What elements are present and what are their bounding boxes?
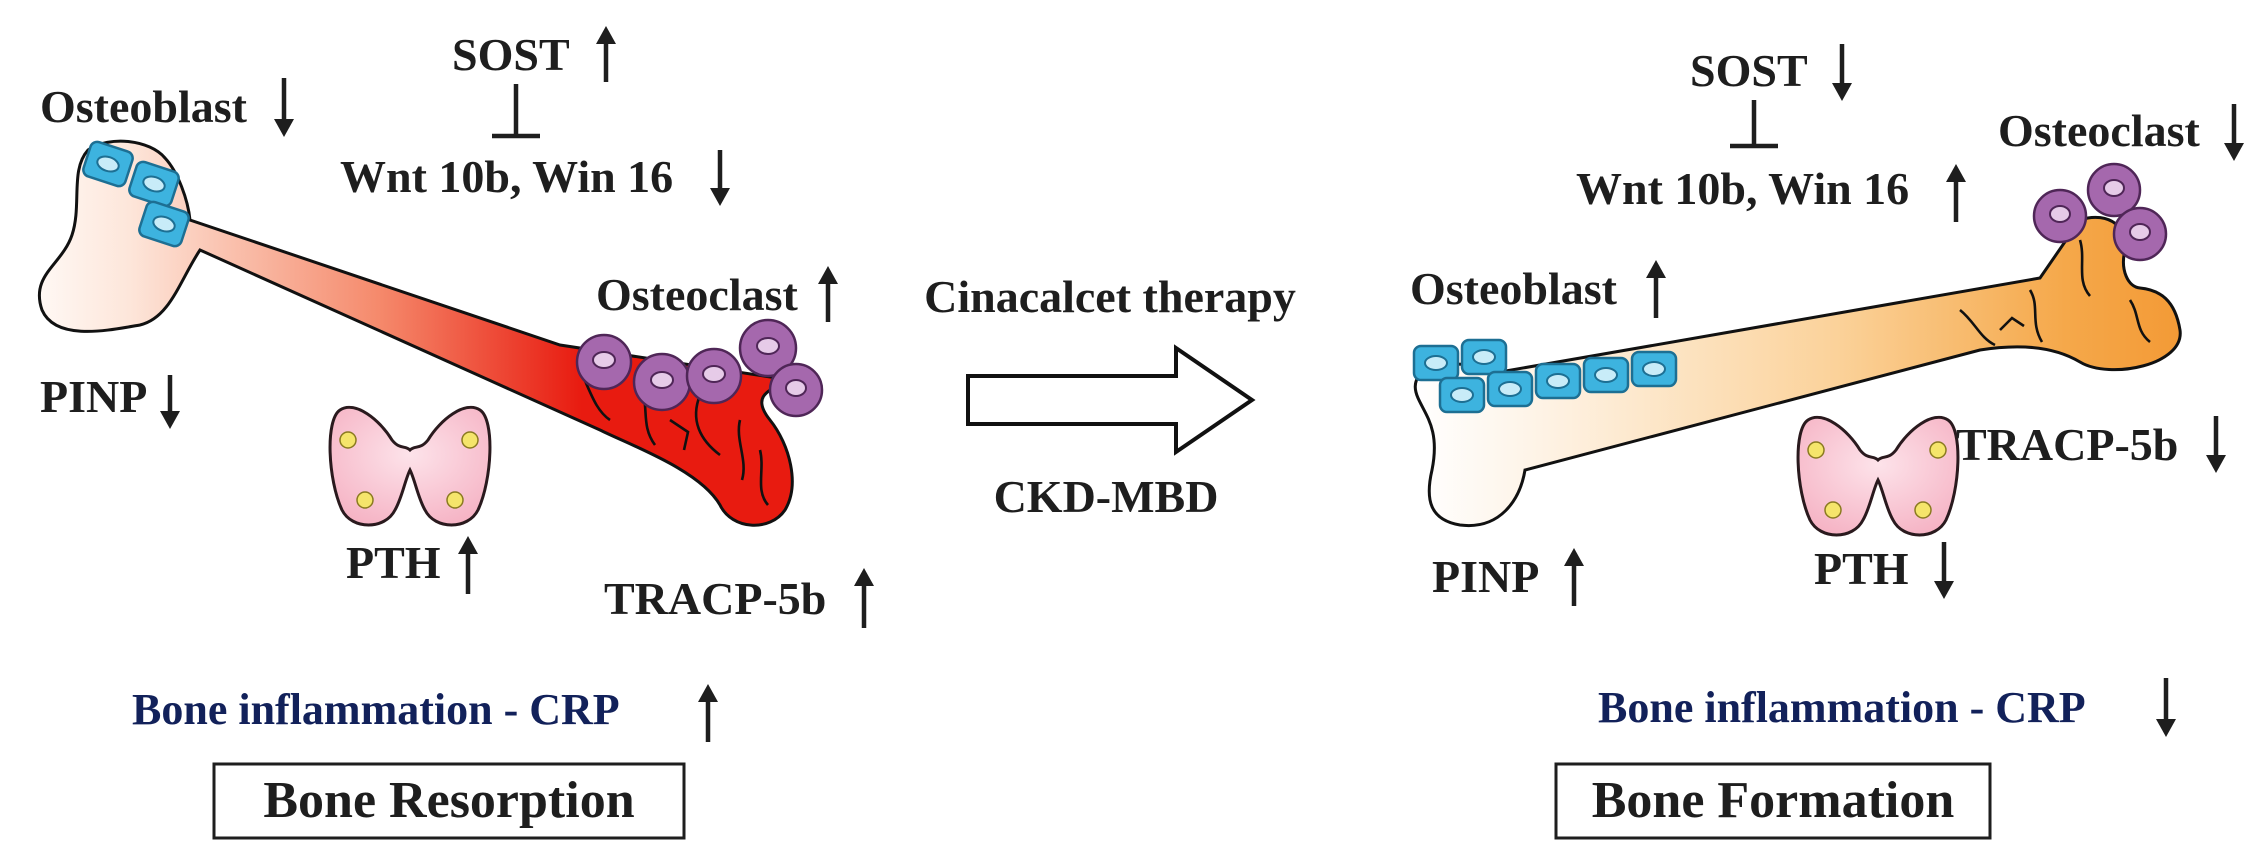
left-osteoblast-cluster [82,140,190,248]
left-wnt-label: Wnt 10b, Win 16 [340,151,673,202]
left-sost-label: SOST [452,29,570,80]
right-osteoblast-cluster [1412,338,1678,414]
down-arrow-icon [2224,104,2244,161]
down-arrow-icon [160,375,180,429]
up-arrow-icon [818,266,838,322]
osteoblast-cell-icon [82,140,134,188]
left-pinp-label: PINP [40,371,147,422]
left-pth-label: PTH [346,537,441,588]
osteoblast-cell-icon [1534,362,1582,400]
osteoclast-cell-icon [632,352,692,412]
right-bone-crack [2028,289,2044,343]
osteoclast-cell-icon [685,347,743,405]
right-inflammation-label: Bone inflammation - CRP [1598,683,2086,732]
left-bone-crack [669,418,690,451]
left-osteoblast-label: Osteoblast [40,81,248,132]
down-arrow-icon [2156,678,2176,737]
right-osteoclast-cluster [2032,162,2168,262]
block-arrow-icon [966,344,1256,456]
parathyroid-gland-icon [1796,415,1960,537]
down-arrow-icon [1832,44,1852,101]
left-bone-crack [737,419,745,481]
osteoblast-cell-icon [1438,376,1486,414]
left-bone-crack [758,449,770,506]
osteoblast-cell-icon [1460,338,1508,376]
right-tracp-label: TRACP-5b [1956,419,2178,470]
osteoclast-cell-icon [2112,206,2168,262]
inhibition-icon [492,84,540,139]
osteoclast-cell-icon [738,318,798,378]
therapy-label: Cinacalcet therapy [924,271,1296,322]
left-bone-crack [694,394,721,457]
right-osteoclast-label: Osteoclast [1998,105,2201,156]
bone-formation-box: Bone Formation [1554,762,1992,840]
right-osteoblast-label: Osteoblast [1410,263,1618,314]
osteoblast-cell-icon [128,160,180,208]
down-arrow-icon [2206,416,2226,473]
right-bone-crack [1959,308,1996,347]
right-wnt-label: Wnt 10b, Win 16 [1576,163,1909,214]
right-bone-crack [2128,299,2151,344]
osteoclast-cell-icon [575,333,633,391]
condition-label: CKD-MBD [994,471,1219,522]
left-tracp-label: TRACP-5b [604,573,826,624]
osteoblast-cell-icon [1582,356,1630,394]
right-bone-crack [2078,239,2092,297]
osteoblast-cell-icon [138,200,190,248]
right-pinp-label: PINP [1432,551,1539,602]
left-osteoclast-cluster [575,318,824,418]
down-arrow-icon [710,150,730,206]
left-inflammation-label: Bone inflammation - CRP [132,685,620,734]
right-sost-label: SOST [1690,45,1808,96]
left-osteoclast-label: Osteoclast [596,269,799,320]
bone-resorption-title: Bone Resorption [263,772,634,829]
inhibition-icon [1730,100,1778,149]
up-arrow-icon [458,536,478,594]
down-arrow-icon [1934,542,1954,599]
up-arrow-icon [854,568,874,628]
up-arrow-icon [698,684,718,742]
down-arrow-icon [274,78,294,137]
right-bone-crack [1999,316,2025,331]
osteoblast-cell-icon [1630,350,1678,388]
osteoclast-cell-icon [768,362,824,418]
up-arrow-icon [596,26,616,82]
osteoblast-cell-icon [1412,344,1460,382]
right-pth-label: PTH [1814,543,1909,594]
osteoclast-cell-icon [2032,188,2088,244]
osteoclast-cell-icon [2086,162,2142,218]
parathyroid-gland-icon [328,405,492,527]
up-arrow-icon [1564,548,1584,606]
bone-formation-title: Bone Formation [1592,772,1955,829]
bone-resorption-box: Bone Resorption [212,762,686,840]
up-arrow-icon [1646,260,1666,318]
up-arrow-icon [1946,164,1966,222]
osteoblast-cell-icon [1486,370,1534,408]
